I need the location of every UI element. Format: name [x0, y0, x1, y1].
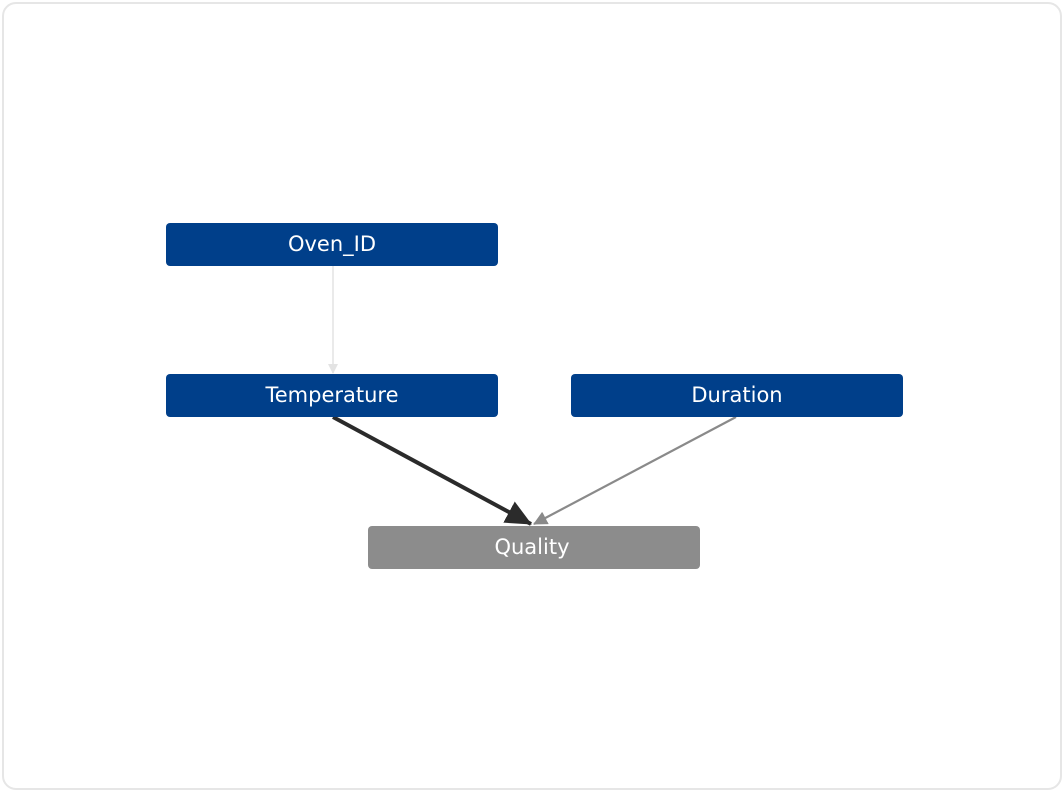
node-quality-label: Quality	[494, 535, 569, 559]
node-oven-id-label: Oven_ID	[288, 232, 376, 257]
edge-temperature-to-quality	[332, 415, 532, 526]
node-quality[interactable]: Quality	[368, 526, 700, 569]
edge-duration-to-quality	[533, 416, 737, 525]
node-temperature[interactable]: Temperature	[166, 374, 498, 417]
node-temperature-label: Temperature	[264, 383, 398, 407]
node-duration-label: Duration	[691, 383, 782, 407]
node-duration[interactable]: Duration	[571, 374, 903, 417]
node-oven-id[interactable]: Oven_ID	[166, 223, 498, 266]
